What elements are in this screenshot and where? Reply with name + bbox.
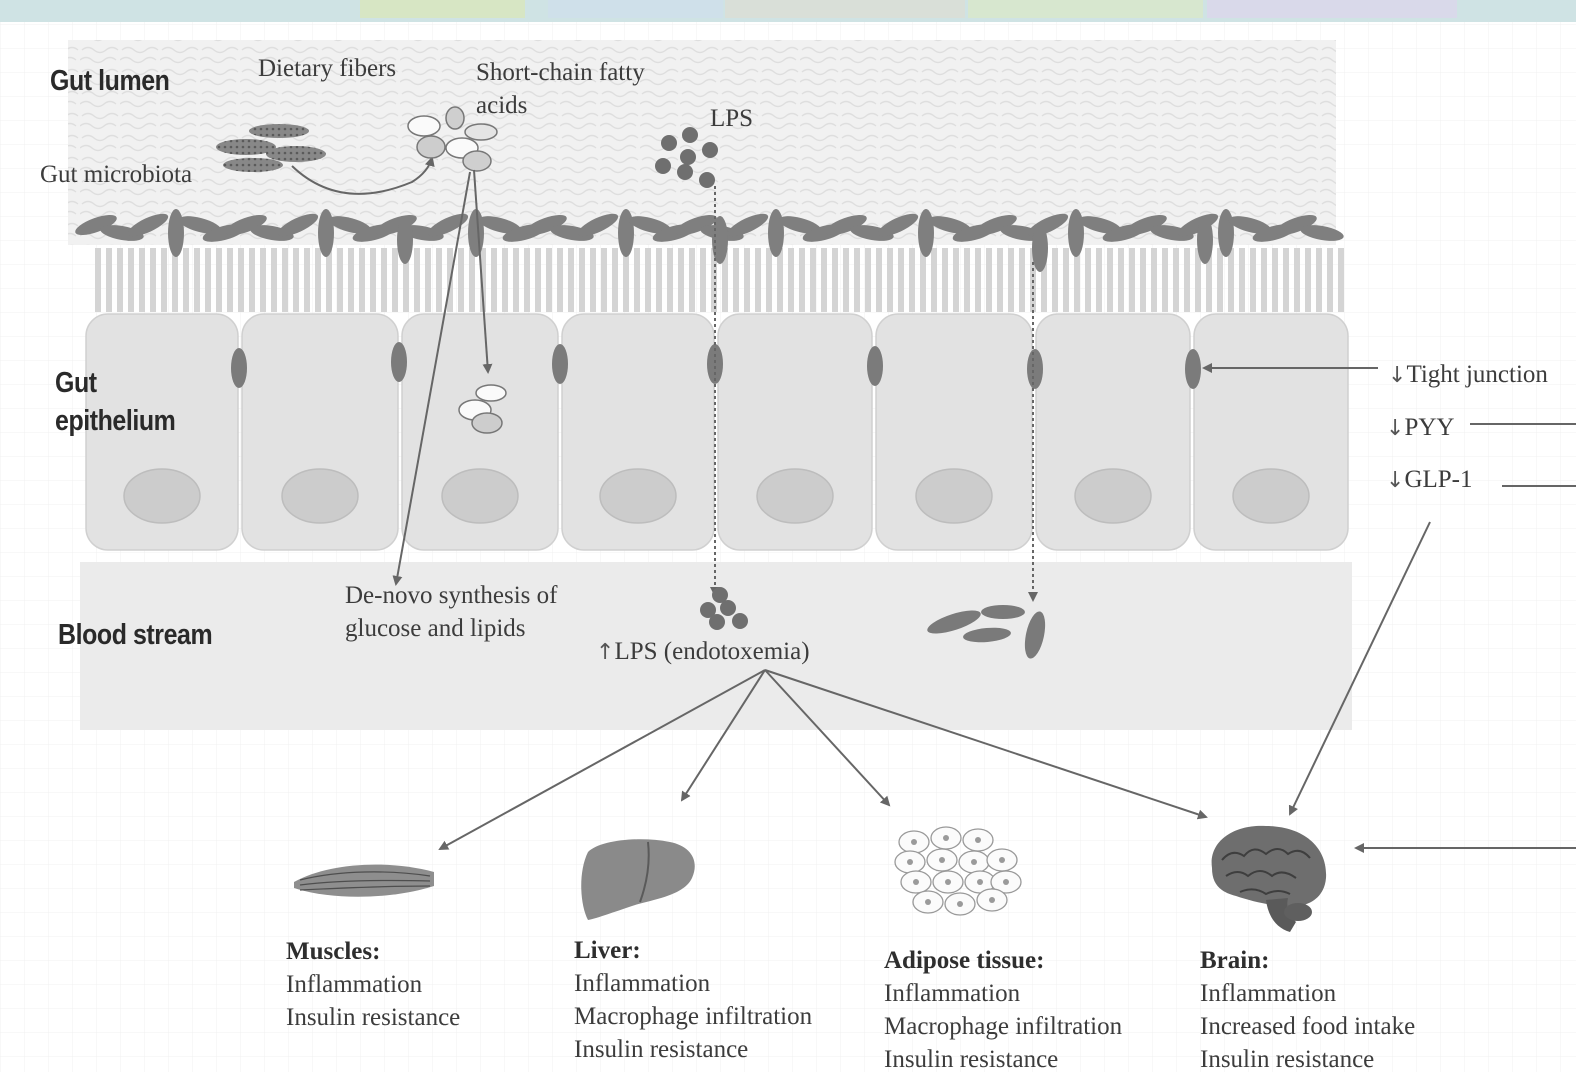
tight-junction-label: ↓Tight junction [1388, 358, 1548, 392]
fat-cell-nucleus [911, 839, 917, 845]
bacterium [918, 209, 934, 257]
down-arrow-icon: ↓ [1386, 416, 1404, 441]
glp1-label: ↓GLP-1 [1386, 463, 1473, 497]
gut-lumen-label: Gut lumen [50, 62, 169, 100]
lps-endotoxemia-text: LPS (endotoxemia) [614, 638, 809, 665]
cell-nucleus [442, 469, 518, 523]
fat-cell-nucleus [925, 899, 931, 905]
organ-effect: Macrophage infiltration [574, 1000, 812, 1033]
down-arrow-icon: ↓ [1386, 468, 1404, 493]
organ-title: Adipose tissue: [884, 944, 1122, 977]
gut-epithelium-label-line1: Gut [55, 364, 97, 402]
bacterium [468, 209, 484, 257]
scfa-label-line2: acids [476, 89, 527, 122]
organ-title: Brain: [1200, 944, 1415, 977]
organ-effect: Inflammation [884, 977, 1122, 1010]
bacterium [1218, 209, 1234, 257]
lps-endotoxemia-label: ↑LPS (endotoxemia) [596, 635, 810, 669]
fat-cell-nucleus [913, 879, 919, 885]
bacterium [618, 209, 634, 257]
fat-cell-nucleus [971, 859, 977, 865]
pyy-label: ↓PYY [1386, 411, 1454, 445]
organ-title: Muscles: [286, 935, 460, 968]
organ-effect: Macrophage infiltration [884, 1010, 1122, 1043]
gut-microbiota-label: Gut microbiota [40, 158, 192, 191]
cell-nucleus [124, 469, 200, 523]
bacterium [768, 209, 784, 257]
bacterium [397, 216, 413, 264]
fat-cell-nucleus [975, 837, 981, 843]
bacterium [1068, 209, 1084, 257]
organ-effect: Inflammation [1200, 977, 1415, 1010]
fat-cell-nucleus [943, 835, 949, 841]
tight-junction-text: Tight junction [1406, 361, 1547, 388]
bacterium [1032, 224, 1048, 272]
cell-nucleus [1075, 469, 1151, 523]
organ-effect: Insulin resistance [286, 1001, 460, 1034]
organ-effect: Insulin resistance [884, 1043, 1122, 1072]
fat-cell-nucleus [1003, 879, 1009, 885]
organ-effect: Increased food intake [1200, 1010, 1415, 1043]
fat-cell-nucleus [999, 857, 1005, 863]
organ-effect: Insulin resistance [1200, 1043, 1415, 1072]
brain-effects: Brain: Inflammation Increased food intak… [1200, 944, 1415, 1072]
organ-effect: Inflammation [286, 968, 460, 1001]
bacterium [318, 209, 334, 257]
fat-cell-nucleus [945, 879, 951, 885]
bacterium [1197, 216, 1213, 264]
bacterium [168, 209, 184, 257]
blood-stream-label: Blood stream [58, 616, 212, 654]
organ-effect: Insulin resistance [574, 1033, 812, 1066]
scfa-label-line1: Short-chain fatty [476, 56, 645, 89]
organ-effect: Inflammation [574, 967, 812, 1000]
up-arrow-icon: ↑ [596, 640, 614, 665]
organ-title: Liver: [574, 934, 812, 967]
cell-nucleus [757, 469, 833, 523]
fat-cell-nucleus [907, 859, 913, 865]
muscles-effects: Muscles: Inflammation Insulin resistance [286, 935, 460, 1034]
lps-label: LPS [710, 102, 753, 135]
fat-cell-nucleus [989, 897, 995, 903]
fat-cell-nucleus [939, 857, 945, 863]
fat-cell-nucleus [977, 879, 983, 885]
cell-nucleus [282, 469, 358, 523]
cell-nucleus [600, 469, 676, 523]
pyy-text: PYY [1404, 414, 1454, 441]
dietary-fibers-label: Dietary fibers [258, 52, 396, 85]
denovo-label-line2: glucose and lipids [345, 612, 526, 645]
down-arrow-icon: ↓ [1388, 363, 1406, 388]
glp1-text: GLP-1 [1404, 466, 1472, 493]
adipose-effects: Adipose tissue: Inflammation Macrophage … [884, 944, 1122, 1072]
denovo-label-line1: De-novo synthesis of [345, 579, 557, 612]
gut-epithelium-label-line2: epithelium [55, 402, 175, 440]
cell-nucleus [916, 469, 992, 523]
cell-nucleus [1233, 469, 1309, 523]
liver-effects: Liver: Inflammation Macrophage infiltrat… [574, 934, 812, 1066]
fat-cell-nucleus [957, 901, 963, 907]
